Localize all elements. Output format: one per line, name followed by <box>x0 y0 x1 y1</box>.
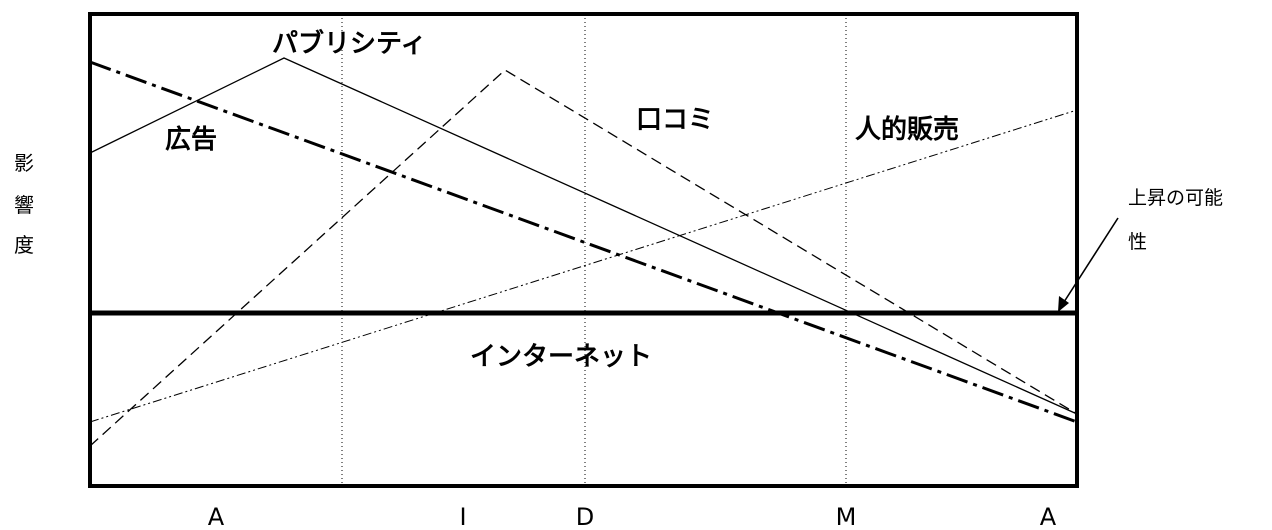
advertising-line <box>89 60 1078 424</box>
baseline-note-line-1: 上昇の可能 <box>1128 187 1223 209</box>
advertising-label: 広告 <box>165 124 217 155</box>
word-of-mouth-label: 口コミ <box>636 105 714 135</box>
chart-frame <box>88 12 1079 488</box>
y-axis-label-char-2: 響 <box>14 193 34 217</box>
word-of-mouth-line <box>89 69 1078 447</box>
stage-label-action: A <box>1040 503 1057 530</box>
y-axis-label-char-1: 影 <box>14 151 34 175</box>
baseline-note-arrow <box>1063 217 1119 303</box>
personal-selling-label: 人的販売 <box>855 114 959 145</box>
baseline-note-arrowhead-icon <box>1058 296 1069 312</box>
stage-label-interest: I <box>459 503 466 530</box>
stage-label-desire: D <box>576 503 594 530</box>
stage-label-memory: M <box>836 503 857 530</box>
stage-label-attention: A <box>208 503 225 530</box>
baseline-note-line-2: 性 <box>1128 231 1147 253</box>
personal-selling-line <box>89 109 1078 423</box>
publicity-label: パブリシティ <box>272 28 426 59</box>
publicity-line <box>89 57 1078 415</box>
y-axis-label-char-3: 度 <box>14 233 34 257</box>
internet-label: インターネット <box>470 342 652 372</box>
